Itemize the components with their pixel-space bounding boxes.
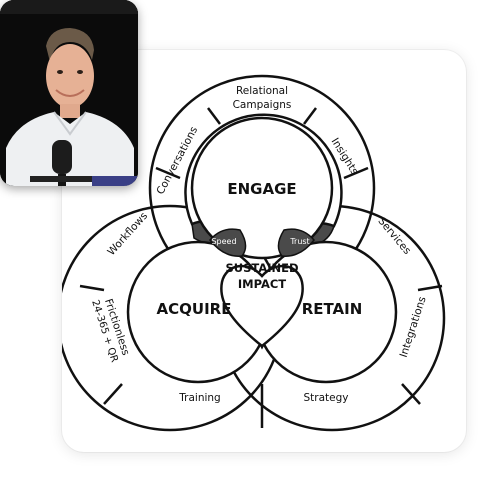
trust-label: Trust — [289, 237, 309, 246]
integrations-label: Integrations — [398, 295, 429, 359]
engage-circle — [190, 116, 334, 260]
speed-label: Speed — [211, 237, 236, 246]
strategy-label: Strategy — [304, 392, 349, 404]
training-label: Training — [178, 392, 220, 404]
center-label-line1: SUSTAINED — [225, 261, 298, 275]
retain-label: RETAIN — [302, 300, 363, 318]
acquire-label: ACQUIRE — [157, 300, 232, 318]
video-call-tile[interactable] — [0, 0, 138, 186]
engage-label: ENGAGE — [227, 180, 296, 198]
center-label-line2: IMPACT — [238, 277, 286, 291]
heart-shape — [220, 264, 304, 348]
workflows-label: Workflows — [105, 210, 150, 258]
venn-diagram: ENGAGE ACQUIRE RETAIN SUSTAINED IMPACT S… — [62, 50, 466, 452]
relational-label-line2: Campaigns — [233, 99, 292, 111]
segment-dividers — [79, 107, 443, 428]
relational-label-line1: Relational — [236, 85, 288, 97]
